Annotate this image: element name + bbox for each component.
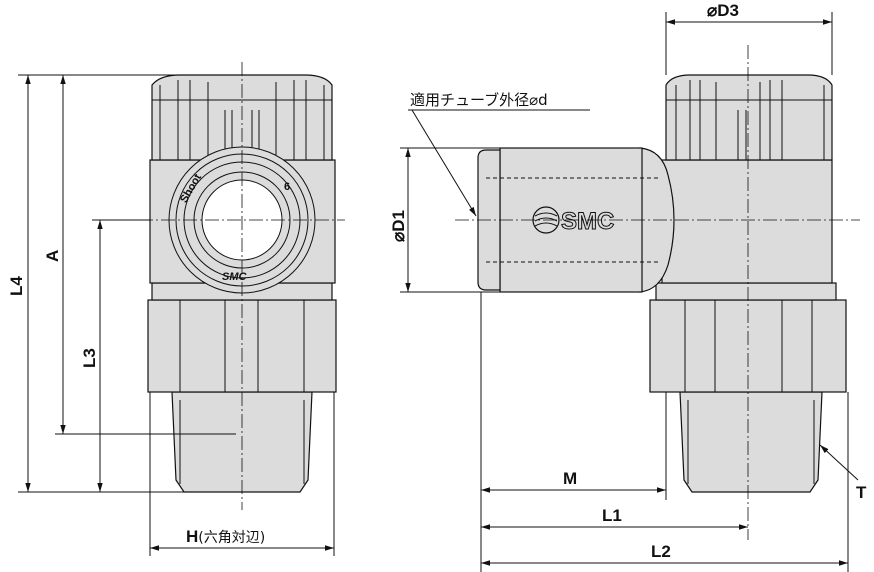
label-l4: L4 — [7, 276, 26, 296]
label-m: M — [563, 469, 577, 488]
label-tube-od: 適用チューブ外径⌀d — [410, 91, 548, 109]
label-a: A — [43, 250, 62, 262]
ring-marking-size: 6 — [284, 181, 290, 193]
dimension-lines — [18, 12, 859, 572]
label-d1: ⌀D1 — [389, 210, 408, 242]
body-right — [661, 159, 833, 284]
release-cap-right — [665, 74, 833, 161]
label-l1: L1 — [602, 506, 622, 525]
svg-text:SMC: SMC — [561, 208, 614, 235]
label-l2: L2 — [651, 542, 671, 561]
smc-logo-small: SMC — [222, 271, 248, 283]
thread-right — [679, 391, 823, 493]
label-l3: L3 — [80, 348, 99, 368]
smc-logo: SMC — [532, 206, 615, 236]
front-view: Shoot 6 SMC — [95, 62, 345, 510]
side-view: SMC — [455, 45, 860, 540]
label-h: H(六角対辺) — [186, 527, 265, 546]
label-t: T — [856, 483, 867, 502]
label-d3: ⌀D3 — [707, 1, 739, 20]
